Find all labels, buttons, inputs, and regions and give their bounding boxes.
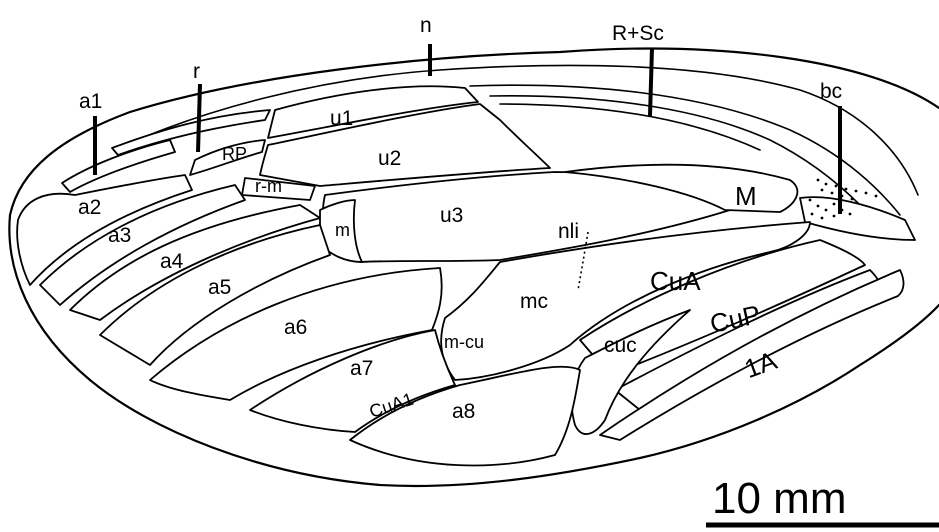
label-a4: a4	[160, 250, 184, 273]
cell-m	[319, 199, 363, 263]
cell-a2	[16, 174, 193, 286]
cell-a8	[349, 365, 581, 467]
label-r-sc: R+Sc	[612, 22, 664, 45]
r-sc-vein-2	[489, 95, 861, 206]
label-u2: u2	[378, 147, 401, 170]
cell-a5	[99, 224, 331, 366]
cell-a1-upper	[111, 109, 271, 156]
cell-rp	[189, 139, 266, 176]
label-rp: RP	[222, 144, 247, 164]
cell-a3	[39, 184, 246, 306]
scale-bar-label: 10 mm	[712, 474, 846, 523]
cell-u1	[267, 85, 479, 139]
label-m-cu: m-cu	[444, 332, 484, 352]
label-bc: bc	[820, 80, 842, 103]
cell-1a	[599, 269, 905, 441]
label-u3: u3	[440, 204, 463, 227]
label-a7: a7	[350, 357, 373, 380]
r-sc-vein-3	[499, 103, 761, 151]
label-a1: a1	[79, 90, 102, 113]
cell-a7	[249, 329, 456, 433]
label-nli: nli	[558, 220, 579, 243]
label-a8: a8	[452, 400, 475, 423]
cell-a4	[69, 204, 321, 321]
label-r: r	[193, 60, 200, 83]
label-cua: CuA	[650, 266, 701, 296]
cell-bc	[799, 196, 916, 241]
cell-m-upper	[564, 163, 799, 213]
label-m: m	[335, 220, 350, 240]
label-mc: mc	[520, 290, 548, 313]
cell-u2	[259, 103, 551, 187]
costal-vein	[114, 64, 919, 196]
r-sc-vein-1	[469, 84, 901, 216]
label-a3: a3	[108, 224, 131, 247]
label-a6: a6	[284, 316, 307, 339]
cell-mc	[440, 221, 811, 381]
leader-r	[196, 83, 202, 153]
label-n: n	[420, 14, 432, 37]
label-u1: u1	[330, 107, 353, 130]
label-r-m: r-m	[255, 176, 282, 196]
label-a2: a2	[78, 196, 101, 219]
label-a5: a5	[208, 276, 231, 299]
label-cuc: cuc	[604, 334, 637, 357]
label-m-vein: M	[735, 181, 757, 211]
wing-outline	[8, 47, 939, 488]
cell-r-m	[241, 177, 316, 201]
leader-r-sc	[648, 47, 654, 117]
